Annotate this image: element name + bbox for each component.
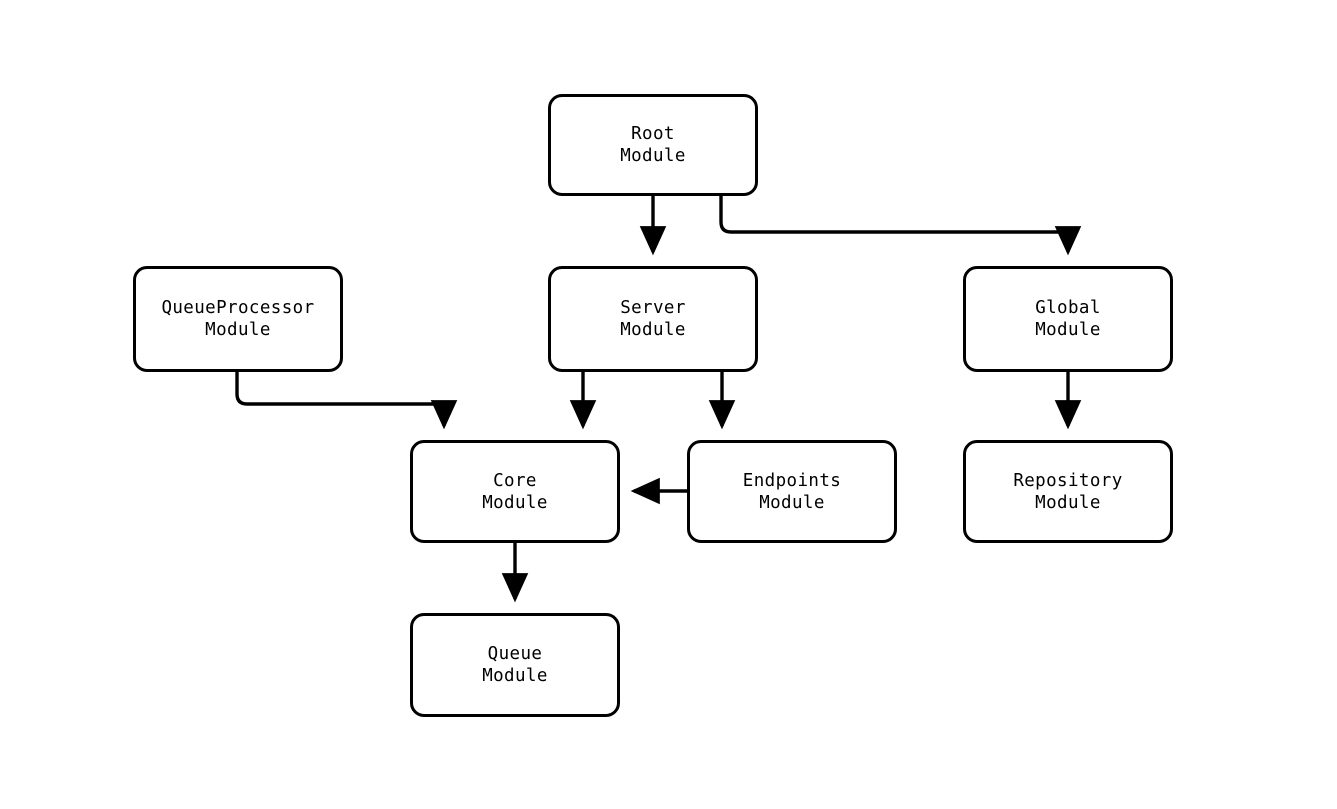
node-label-server-module: Server Module bbox=[620, 298, 686, 340]
node-label-repository-module: Repository Module bbox=[1013, 470, 1123, 513]
node-label-endpoints-module: Endpoints Module bbox=[742, 470, 842, 513]
node-server-module[interactable]: Server Module bbox=[548, 266, 758, 372]
edge-root-to-global bbox=[719, 196, 1082, 256]
node-label-global-module: Global Module bbox=[1035, 298, 1101, 340]
node-label-root-module: Root Module bbox=[620, 124, 686, 166]
node-endpoints-module[interactable]: Endpoints Module bbox=[687, 440, 897, 543]
node-repository-module[interactable]: Repository Module bbox=[963, 440, 1173, 543]
node-queueprocessor-module[interactable]: QueueProcessor Module bbox=[133, 266, 343, 372]
node-label-core-module: Core Module bbox=[482, 470, 548, 513]
node-queue-module[interactable]: Queue Module bbox=[410, 613, 620, 717]
node-label-queue-module: Queue Module bbox=[482, 644, 548, 686]
edge-queueprocessor-to-core bbox=[235, 372, 458, 430]
node-core-module[interactable]: Core Module bbox=[410, 440, 620, 543]
node-label-queueprocessor-module: QueueProcessor Module bbox=[161, 298, 315, 340]
node-global-module[interactable]: Global Module bbox=[963, 266, 1173, 372]
node-root-module[interactable]: Root Module bbox=[548, 94, 758, 196]
